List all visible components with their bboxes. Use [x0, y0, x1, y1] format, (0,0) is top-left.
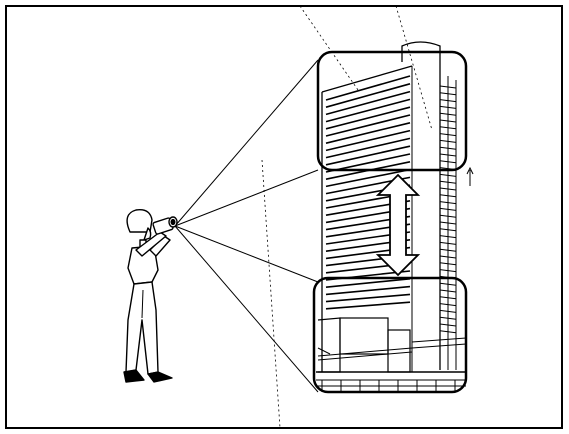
small-up-arrow-icon	[467, 168, 473, 186]
camcorder-icon	[153, 217, 177, 234]
facade-band	[326, 302, 410, 309]
facade-band	[326, 279, 410, 287]
facade-band	[326, 294, 410, 301]
bottom-frame	[314, 278, 466, 392]
outer-border	[6, 6, 562, 428]
facade-band	[326, 287, 410, 295]
person-figure	[124, 210, 177, 382]
sight-lines	[175, 60, 318, 392]
